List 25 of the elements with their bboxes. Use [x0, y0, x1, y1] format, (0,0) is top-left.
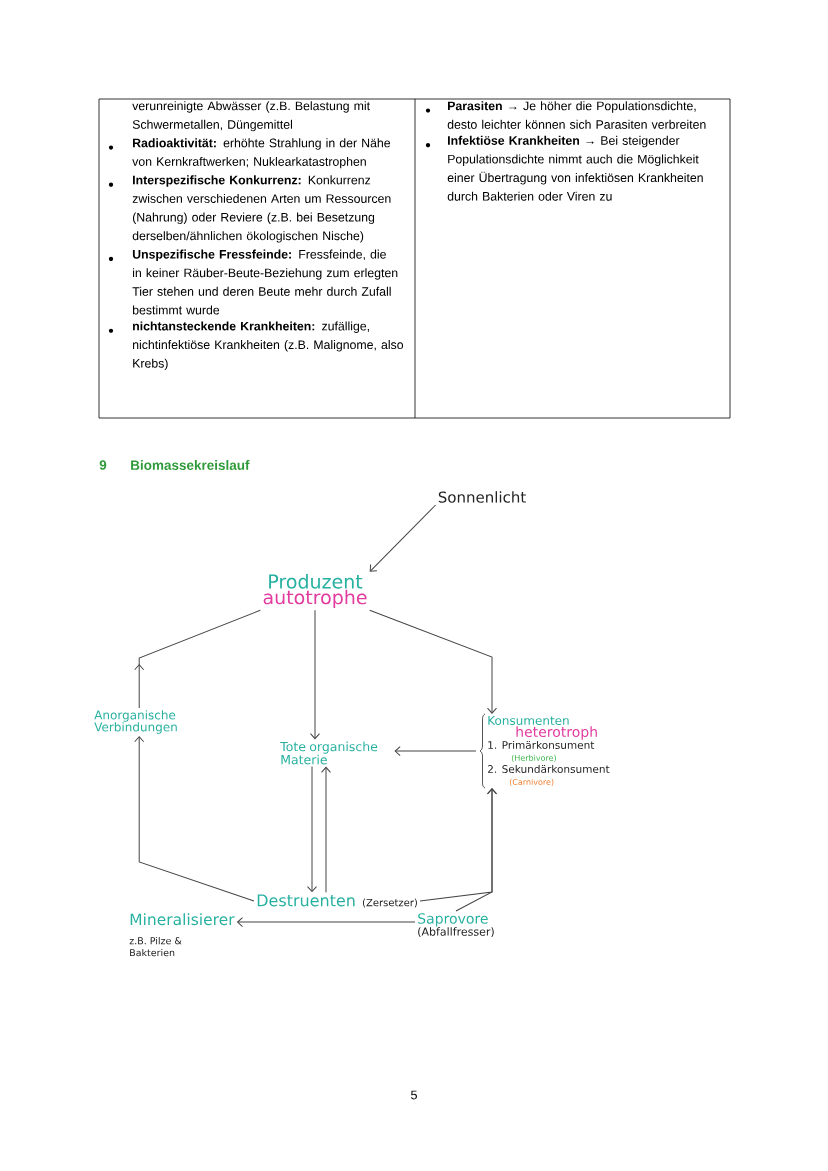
- list-item: nichtansteckende Krankheiten: zufällige, nichtinfektiöse Krankheiten (z.B. Malignome, also Krebs): [133, 321, 404, 371]
- section-number: 9: [99, 460, 107, 470]
- arrow: [307, 766, 317, 893]
- producer-label: Produzent autotrophe: [263, 573, 367, 609]
- section-heading: Biomassekreislauf: [131, 460, 250, 470]
- arrow: [394, 746, 477, 756]
- arrow: [310, 609, 320, 740]
- arrow: [455, 788, 497, 912]
- arrow: [369, 504, 437, 572]
- list-item: Parasiten → Je höher die Populationsdichte, desto leichter können sich Parasiten verbreiten: [447, 101, 706, 129]
- arrow: [321, 766, 331, 893]
- page-number: 5: [411, 1090, 417, 1100]
- arrow: [237, 917, 416, 927]
- node-label: Tote organische Materie: [280, 741, 378, 765]
- arrow: [134, 736, 255, 902]
- node-label: Mineralisierer z.B. Pilze & Bakterien: [129, 913, 235, 957]
- list-item: Infektiöse Krankheiten → Bei steigender Populationsdichte nimmt auch die Möglichkeit einer Übertragung von infektiösen Krankheiten durch Bakterien oder Viren zu: [447, 135, 703, 201]
- consumer-list: Konsumenten heterotroph 1. Primärkonsument (Herbivore) 2. Sekundärkonsument (Carnivore): [487, 716, 610, 786]
- arrow: [369, 609, 497, 714]
- node-label: Saprovore (Abfallfresser): [418, 913, 494, 938]
- node-label: Anorganische Verbindungen: [94, 710, 177, 734]
- list-item: Radioaktivität: erhöhte Strahlung in der Nähe von Kernkraftwerken; Nuklearkatastrophen: [132, 138, 391, 169]
- text-label: Sonnenlicht: [438, 491, 526, 503]
- list-item: Interspezifische Konkurrenz: Konkurrenz zwischen verschiedenen Arten um Ressourcen (Nahrung) oder Reviere (z.B. bei Besetzung derselben/ähnlichen ökologischen Nische): [132, 175, 391, 243]
- node-label: Destruenten (Zersetzer): [257, 894, 417, 908]
